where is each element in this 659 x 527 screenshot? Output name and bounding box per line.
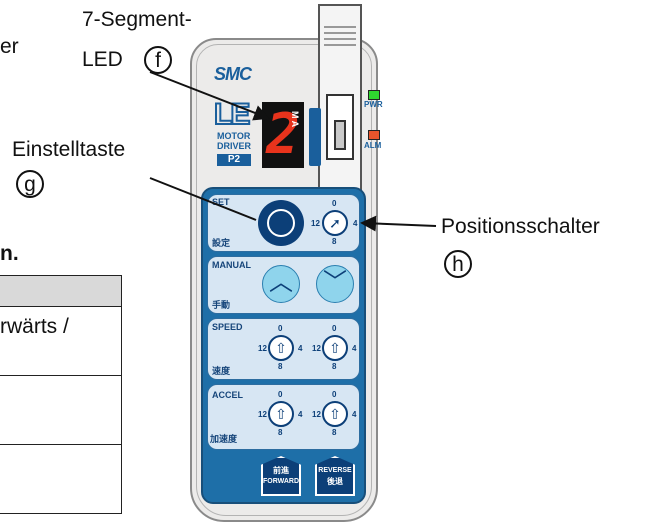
marker-g: g xyxy=(16,170,44,198)
table-row xyxy=(0,376,122,445)
marker-h: h xyxy=(444,250,472,278)
arrow-up-icon: ⇧ xyxy=(322,401,348,427)
dial-tick-right: 4 xyxy=(298,410,303,419)
arrow-up-icon: ⇧ xyxy=(268,335,294,361)
set-section-label: SET xyxy=(212,197,230,207)
forward-button[interactable]: 前進 FORWARD xyxy=(261,456,301,496)
pwr-led xyxy=(368,90,380,100)
arrow-up-icon: ⇧ xyxy=(322,335,348,361)
position-switch-label: Positionsschalter xyxy=(441,215,600,238)
brand-logo: SMC xyxy=(214,64,252,84)
set-section-label-jp: 設定 xyxy=(212,239,231,249)
table-header-row xyxy=(0,275,122,307)
segment-led-label-line2: LED xyxy=(82,48,123,71)
table-row xyxy=(0,445,122,514)
dial-tick-left: 12 xyxy=(312,410,321,419)
alm-led xyxy=(368,130,380,140)
position-knob-icon: ➚ xyxy=(322,210,348,236)
dial-tick-bottom: 8 xyxy=(332,362,337,371)
accel-section-label-jp: 加速度 xyxy=(210,435,238,445)
cropped-heading-fragment: n. xyxy=(0,242,19,265)
dial-tick-top: 0 xyxy=(332,390,337,399)
position-switch[interactable]: 0 12 4 8 ➚ xyxy=(311,199,359,247)
dial-tick-right: 4 xyxy=(352,344,357,353)
cropped-text-fragment: er xyxy=(0,35,19,58)
forward-label: FORWARD xyxy=(263,478,300,485)
accel-section-label: ACCEL xyxy=(212,390,243,400)
set-leader-line xyxy=(149,177,257,221)
pwr-label: PWR xyxy=(364,100,383,109)
manual-down-button[interactable]: ﹀ xyxy=(316,265,354,303)
model-line1: MOTOR xyxy=(217,131,251,141)
reverse-label: REVERSE xyxy=(318,467,352,474)
speed-reverse-dial[interactable]: 0 12 4 8 ⇧ xyxy=(312,324,358,372)
position-leader-line xyxy=(360,215,437,232)
dial-tick-right: 4 xyxy=(298,344,303,353)
table-cell-text: rwärts / xyxy=(0,315,69,338)
set-button-label: Einstelltaste xyxy=(12,138,126,161)
seven-segment-display: 2 xyxy=(262,102,304,168)
mode-switch[interactable] xyxy=(326,94,354,160)
marker-f: f xyxy=(144,46,172,74)
set-button[interactable] xyxy=(258,200,304,246)
manual-up-button[interactable]: ︿ xyxy=(262,265,300,303)
dial-tick-left: 12 xyxy=(311,219,320,228)
model-line2: DRIVER xyxy=(217,141,252,151)
dial-tick-top: 0 xyxy=(332,199,337,208)
speed-section-label: SPEED xyxy=(212,322,243,332)
manual-section-label-jp: 手動 xyxy=(212,301,231,311)
dial-tick-right: 4 xyxy=(352,410,357,419)
dial-tick-bottom: 8 xyxy=(278,362,283,371)
speed-section-label-jp: 速度 xyxy=(212,367,231,377)
accel-reverse-dial[interactable]: 0 12 4 8 ⇧ xyxy=(312,390,358,438)
manual-section-label: MANUAL xyxy=(212,260,251,270)
accel-forward-dial[interactable]: 0 12 4 8 ⇧ xyxy=(258,390,304,438)
speed-forward-dial[interactable]: 0 12 4 8 ⇧ xyxy=(258,324,304,372)
dial-tick-top: 0 xyxy=(278,324,283,333)
led-digit: 2 xyxy=(266,102,300,167)
reverse-button[interactable]: REVERSE 後退 xyxy=(315,456,355,496)
dial-tick-bottom: 8 xyxy=(278,428,283,437)
dial-tick-bottom: 8 xyxy=(332,237,337,246)
dial-tick-right: 4 xyxy=(353,219,358,228)
reverse-label-jp: 後退 xyxy=(327,477,343,486)
forward-label-jp: 前進 xyxy=(273,466,289,475)
segment-led-label: 7-Segment- xyxy=(82,8,192,31)
dial-tick-left: 12 xyxy=(258,344,267,353)
table-row: rwärts / xyxy=(0,307,122,376)
dial-tick-bottom: 8 xyxy=(332,428,337,437)
alm-label: ALM xyxy=(364,141,382,150)
model-badge: P2 xyxy=(217,154,251,166)
arrow-up-icon: ⇧ xyxy=(268,401,294,427)
segment-leader-line xyxy=(149,71,270,121)
dial-tick-left: 12 xyxy=(312,344,321,353)
dial-tick-top: 0 xyxy=(278,390,283,399)
device-inner-border xyxy=(196,44,372,516)
dial-tick-left: 12 xyxy=(258,410,267,419)
dial-tick-top: 0 xyxy=(332,324,337,333)
mode-switch-knob[interactable] xyxy=(334,120,346,150)
chevron-up-icon: ︿ xyxy=(269,269,293,296)
chevron-down-icon: ﹀ xyxy=(323,269,347,296)
set-button-ring xyxy=(267,209,295,237)
